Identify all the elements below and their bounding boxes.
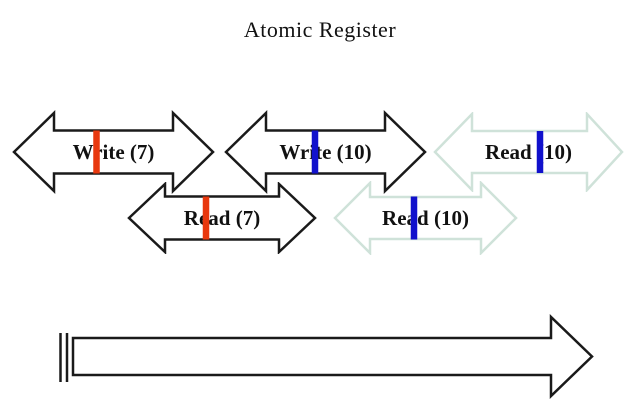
operation-write-10: Write (10) bbox=[224, 110, 427, 194]
operation-read-10-top: Read (10) bbox=[433, 112, 624, 192]
linearization-point-marker bbox=[311, 130, 319, 174]
linearization-point-marker bbox=[536, 131, 544, 173]
marker-layer bbox=[93, 130, 100, 174]
marker-layer bbox=[311, 130, 319, 174]
double-arrow-outline bbox=[433, 112, 624, 192]
timeline-arrow-shape bbox=[71, 314, 594, 399]
double-arrow-outline bbox=[12, 110, 215, 194]
linearization-point-marker bbox=[93, 130, 100, 174]
double-arrow-outline bbox=[224, 110, 427, 194]
double-arrow-icon bbox=[333, 181, 518, 255]
marker-layer bbox=[536, 131, 544, 173]
operation-read-10-bottom: Read (10) bbox=[333, 181, 518, 255]
operation-label: Write (10) bbox=[279, 139, 372, 164]
marker-layer bbox=[202, 196, 210, 240]
diagram-title: Atomic Register bbox=[243, 17, 397, 42]
marker-layer bbox=[410, 196, 418, 240]
operation-label: Read (10) bbox=[485, 139, 572, 164]
double-arrow-outline bbox=[333, 181, 518, 255]
double-arrow-icon bbox=[127, 182, 317, 254]
operation-label: Read (10) bbox=[382, 205, 469, 230]
linearization-point-marker bbox=[410, 196, 418, 240]
double-arrow-icon bbox=[224, 110, 427, 194]
double-arrow-outline bbox=[127, 182, 317, 254]
operation-write-7: Write (7) bbox=[12, 110, 215, 194]
double-arrow-icon bbox=[433, 112, 624, 192]
operation-read-7: Read (7) bbox=[127, 182, 317, 254]
linearization-point-marker bbox=[202, 196, 210, 240]
operation-label: Write (7) bbox=[72, 139, 155, 164]
double-arrow-icon bbox=[12, 110, 215, 194]
operation-label: Read (7) bbox=[183, 205, 261, 230]
